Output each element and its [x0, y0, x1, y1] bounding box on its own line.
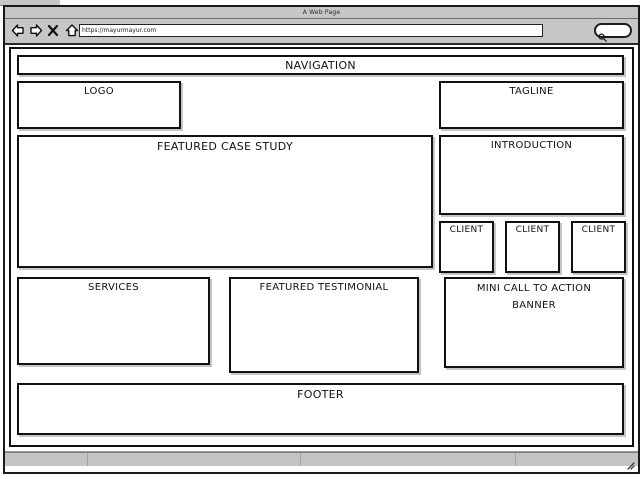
browser-toolbar: https://mayurmayur.com	[5, 19, 638, 45]
wireframe-featured-testimonial-box[interactable]: FEATURED TESTIMONIAL	[229, 277, 419, 373]
client-label: CLIENT	[515, 225, 550, 235]
page-viewport: NAVIGATION LOGO TAGLINE FEATURED CASE ST…	[5, 45, 638, 452]
wireframe-introduction-box[interactable]: INTRODUCTION	[439, 135, 624, 215]
featured-testimonial-label: FEATURED TESTIMONIAL	[259, 282, 389, 293]
wireframe-client-box-2[interactable]: CLIENT	[505, 221, 560, 273]
close-x-icon[interactable]	[47, 23, 61, 38]
client-label: CLIENT	[581, 225, 616, 235]
services-label: SERVICES	[88, 282, 139, 293]
status-divider	[300, 453, 301, 466]
status-divider	[515, 453, 516, 466]
navigation-buttons	[11, 23, 79, 38]
resize-grip-icon[interactable]	[625, 455, 635, 470]
status-divider	[87, 453, 88, 466]
title-bar: A Web Page	[5, 7, 638, 19]
wireframe-featured-case-study-box[interactable]: FEATURED CASE STUDY	[17, 135, 433, 268]
wireframe-footer-box[interactable]: FOOTER	[17, 383, 624, 435]
window-title: A Web Page	[302, 9, 341, 16]
mini-cta-label-line1: MINI CALL TO ACTION	[476, 283, 592, 294]
wireframe-navigation-bar[interactable]: NAVIGATION	[17, 55, 624, 75]
forward-arrow-icon[interactable]	[29, 23, 43, 38]
logo-label: LOGO	[84, 86, 114, 97]
wireframe-page-frame: NAVIGATION LOGO TAGLINE FEATURED CASE ST…	[9, 47, 634, 447]
wireframe-tagline-box[interactable]: TAGLINE	[439, 81, 624, 129]
tagline-label: TAGLINE	[509, 86, 554, 97]
home-icon[interactable]	[65, 23, 79, 38]
client-label: CLIENT	[449, 225, 484, 235]
introduction-label: INTRODUCTION	[490, 140, 573, 151]
wireframe-client-box-1[interactable]: CLIENT	[439, 221, 494, 273]
search-input[interactable]	[594, 23, 632, 42]
wireframe-services-box[interactable]: SERVICES	[17, 277, 210, 365]
featured-case-study-label: FEATURED CASE STUDY	[157, 140, 293, 153]
url-text: https://mayurmayur.com	[82, 27, 157, 34]
address-bar[interactable]: https://mayurmayur.com	[79, 24, 543, 37]
magnifier-icon	[598, 27, 607, 42]
browser-window: A Web Page	[3, 5, 640, 474]
wireframe-client-box-3[interactable]: CLIENT	[571, 221, 626, 273]
mini-cta-label-line2: BANNER	[512, 300, 556, 311]
wireframe-logo-box[interactable]: LOGO	[17, 81, 181, 129]
back-arrow-icon[interactable]	[11, 23, 25, 38]
status-bar	[5, 452, 638, 470]
navigation-label: NAVIGATION	[285, 59, 356, 72]
wireframe-mini-cta-banner-box[interactable]: MINI CALL TO ACTION BANNER	[444, 277, 624, 368]
footer-label: FOOTER	[297, 388, 344, 401]
